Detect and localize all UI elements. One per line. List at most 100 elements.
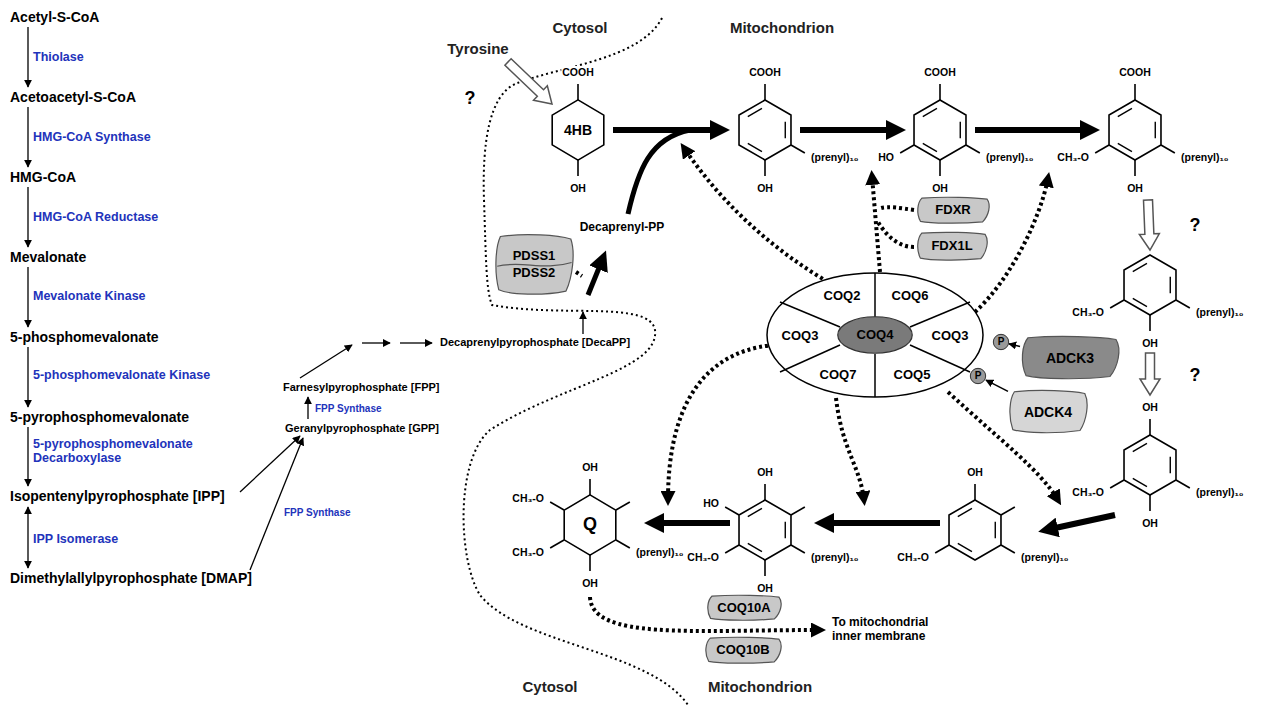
dotted-link — [881, 207, 914, 210]
open-arrow — [505, 59, 552, 104]
compartment-label: Mitochondrion — [730, 19, 834, 36]
bond-line — [589, 479, 591, 495]
bond-line — [1149, 495, 1151, 511]
complex-subunit: COQ2 — [820, 286, 864, 307]
bond-line — [791, 145, 805, 153]
bond-line — [616, 502, 630, 510]
node-text: 4HB — [564, 121, 592, 139]
node-text: ADCK3 — [1046, 349, 1094, 367]
bond-line — [725, 545, 739, 553]
metabolite-name: Farnesylpyrophosphate [FPP] — [283, 381, 439, 394]
bond-line — [1001, 507, 1015, 515]
double-bond — [1118, 108, 1132, 116]
metabolite-name: Decaprenylpyrophosphate [DecaPP] — [440, 336, 630, 349]
membrane-boundary — [464, 18, 688, 705]
bond-line — [1149, 315, 1151, 331]
node-text: Q — [583, 513, 597, 536]
ring-node: Q — [560, 494, 620, 556]
bond-line — [764, 560, 766, 576]
double-bond — [1170, 457, 1171, 473]
dotted-arrow — [668, 345, 774, 500]
bond-line — [577, 160, 579, 176]
node-text: COQ7 — [820, 367, 857, 384]
enzyme-blob: PDSS1PDSS2 — [494, 234, 574, 296]
bond-line — [966, 145, 980, 153]
complex-subunit: COQ5 — [890, 365, 934, 386]
node-text: COQ5 — [894, 367, 931, 384]
metabolite-name: HMG-CoA — [10, 169, 76, 185]
bond-line — [1134, 84, 1136, 100]
chemical-group: CH₃-O — [1071, 486, 1105, 498]
reaction-arrows — [588, 130, 1115, 530]
step-arrow — [582, 312, 583, 334]
enzyme-name: HMG-CoA Reductase — [33, 210, 158, 224]
blob-shape — [918, 197, 989, 223]
reaction-arrow — [1046, 515, 1115, 530]
complex-divider — [874, 354, 876, 397]
double-bond — [748, 543, 762, 551]
chemical-group: OH — [1141, 401, 1159, 413]
blob-shape — [496, 235, 573, 295]
compartment-label: Tyrosine — [447, 40, 508, 57]
bond-line — [939, 160, 941, 176]
enzyme-blob: FDXR — [916, 197, 990, 224]
bond-line — [791, 507, 805, 515]
unknown-step-mark: ? — [1190, 365, 1201, 386]
kinase-blob: ADCK4 — [1008, 390, 1088, 434]
double-bond — [1118, 143, 1132, 151]
reaction-arrow — [975, 127, 1092, 133]
catalysis-arrows — [576, 148, 1058, 631]
bond-line — [1161, 145, 1175, 153]
benzene-ring — [1124, 435, 1176, 495]
blob-shape — [1022, 336, 1119, 378]
double-bond — [923, 143, 937, 151]
bond-line — [900, 145, 914, 153]
complex-divider — [874, 273, 876, 317]
node-text: FDX1L — [931, 238, 972, 255]
reaction-arrow — [822, 520, 940, 526]
double-bond — [748, 143, 762, 151]
unknown-step-mark: ? — [1190, 215, 1201, 236]
enzyme-blob: COQ10A — [706, 595, 782, 621]
chemical-group: COOH — [1118, 66, 1152, 78]
benzene-ring — [739, 100, 791, 160]
metabolite-name: 5-pyrophosphomevalonate — [10, 409, 189, 425]
enzyme-blob: FDX1L — [916, 232, 988, 261]
node-text: COQ2 — [824, 288, 861, 305]
bond-line — [1110, 300, 1124, 308]
bond-line — [1176, 480, 1190, 488]
reaction-arrow — [652, 520, 730, 526]
isomerase-arrow — [27, 507, 28, 568]
metabolite-name: Mevalonate — [10, 249, 86, 265]
circle-shape — [993, 334, 1008, 349]
chemical-group: CH₃-O — [686, 551, 720, 563]
prenyl-merge-arrow — [628, 130, 690, 214]
enzyme-name: HMG-CoA Synthase — [33, 130, 151, 144]
phosphate-circle: P — [970, 368, 986, 384]
enzyme-name: FPP Synthase — [315, 403, 382, 415]
benzene-ring — [1124, 255, 1176, 315]
chemical-group: COOH — [748, 66, 782, 78]
enzyme-name: FPP Synthase — [284, 507, 351, 519]
phosphate-circle: P — [993, 334, 1009, 350]
node-text: P — [998, 337, 1005, 347]
double-bond — [958, 543, 972, 551]
benzene-ring — [739, 500, 791, 560]
bond-line — [764, 84, 766, 100]
dotted-arrow — [836, 398, 864, 500]
bond-line — [616, 540, 630, 548]
kinase-blob: ADCK3 — [1020, 336, 1120, 380]
step-arrow — [27, 27, 28, 87]
enzyme-blob: COQ10B — [704, 637, 782, 664]
metabolite-name: Isopentenylpyrophosphate [IPP] — [10, 488, 225, 504]
double-bond — [923, 108, 937, 116]
chemical-group: (prenyl)₁₀ — [1195, 486, 1245, 498]
ring-node: 4HB — [548, 99, 608, 161]
bond-line — [550, 540, 564, 548]
step-arrow — [27, 347, 28, 407]
compartment-label: Mitochondrion — [708, 678, 812, 695]
chemical-group: CH₃-O — [511, 546, 545, 558]
node-text: COQ4 — [857, 327, 894, 344]
chemical-group: (prenyl)₁₀ — [635, 546, 685, 558]
